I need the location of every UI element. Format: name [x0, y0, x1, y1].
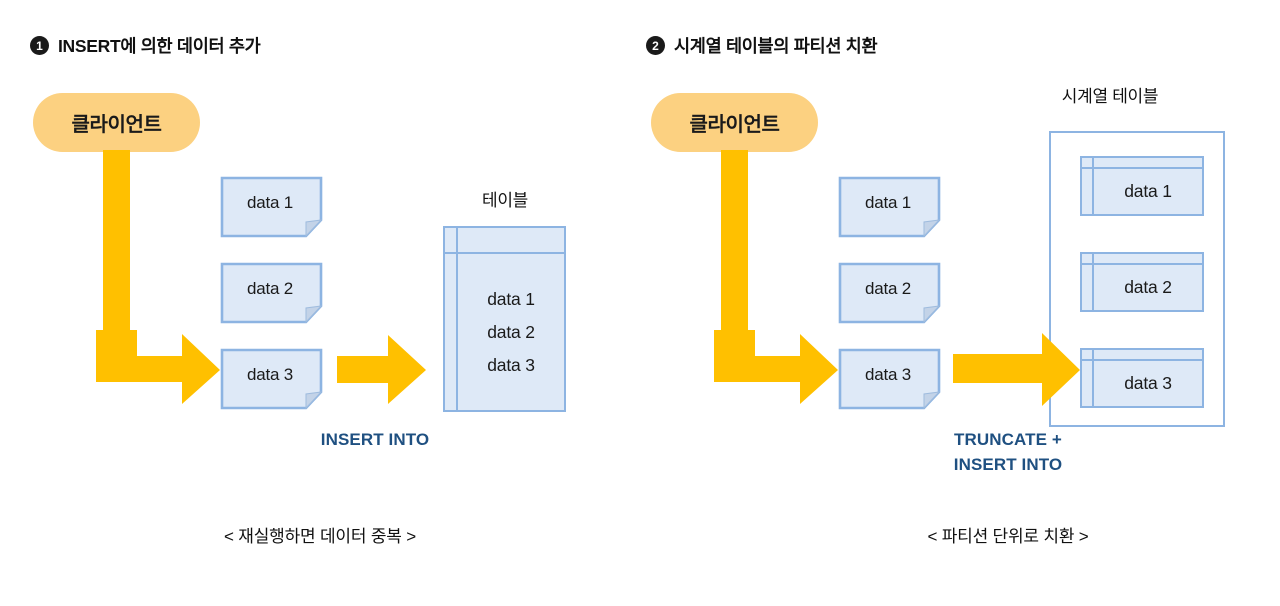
- panel-partition-swap-flow: 2 시계열 테이블의 파티션 치환 클라이언트 data 1 data 2 da…: [640, 0, 1280, 606]
- swap-arrow-2: [953, 333, 1081, 407]
- sql-caption-line: INSERT INTO: [320, 430, 430, 449]
- client-label: 클라이언트: [689, 114, 780, 136]
- data-note-label: data 3: [246, 364, 294, 384]
- client-stem-2: [721, 150, 748, 350]
- elbow-arrow-2: [714, 330, 839, 405]
- partition-block: data 3: [1080, 348, 1204, 408]
- table-rows: data 1 data 2 data 3: [458, 254, 564, 410]
- partition-block: data 1: [1080, 156, 1204, 216]
- table-header-band: [445, 228, 564, 254]
- bottom-note-1: < 재실행하면 데이터 중복 >: [224, 527, 416, 546]
- bottom-note-2: < 파티션 단위로 치환 >: [927, 527, 1089, 546]
- partition-header-band: [1082, 254, 1202, 265]
- heading-label: 시계열 테이블의 파티션 치환: [674, 36, 878, 56]
- insert-arrow-1: [337, 335, 427, 405]
- data-note: data 2: [220, 262, 323, 324]
- partition-block: data 2: [1080, 252, 1204, 312]
- data-note: data 3: [838, 348, 941, 410]
- data-note-label: data 2: [246, 278, 294, 298]
- bullet-number-icon: 2: [646, 36, 665, 55]
- partition-left-column: [1082, 254, 1094, 310]
- data-note-label: data 1: [246, 192, 294, 212]
- table-left-column: [445, 228, 458, 410]
- bullet-number-icon: 1: [30, 36, 49, 55]
- table-row: data 3: [487, 354, 535, 375]
- partition-label: data 3: [1124, 373, 1172, 393]
- table-shape-1: data 1 data 2 data 3: [443, 226, 566, 412]
- client-node-2: 클라이언트: [651, 93, 818, 152]
- partition-left-column: [1082, 158, 1094, 214]
- data-note: data 2: [838, 262, 941, 324]
- data-note-label: data 3: [864, 364, 912, 384]
- partition-label: data 2: [1124, 277, 1172, 297]
- client-label: 클라이언트: [71, 114, 162, 136]
- panel-heading-1: 1 INSERT에 의한 데이터 추가: [30, 33, 261, 58]
- partition-header-band: [1082, 158, 1202, 169]
- timeseries-table-shape: data 1 data 2 data 3: [1049, 131, 1225, 427]
- timeseries-table-caption: 시계열 테이블: [1061, 87, 1159, 106]
- data-note-label: data 2: [864, 278, 912, 298]
- heading-label: INSERT에 의한 데이터 추가: [58, 36, 261, 56]
- sql-caption-line: TRUNCATE +: [954, 430, 1062, 449]
- partition-label: data 1: [1124, 181, 1172, 201]
- sql-caption-2: TRUNCATE + INSERT INTO: [908, 428, 1108, 477]
- panel-heading-2: 2 시계열 테이블의 파티션 치환: [646, 33, 878, 58]
- sql-caption-1: INSERT INTO: [275, 428, 475, 453]
- partition-left-column: [1082, 350, 1094, 406]
- data-note-label: data 1: [864, 192, 912, 212]
- client-node-1: 클라이언트: [33, 93, 200, 152]
- data-note: data 1: [220, 176, 323, 238]
- elbow-arrow-1: [96, 330, 221, 405]
- partition-header-band: [1082, 350, 1202, 361]
- data-note: data 1: [838, 176, 941, 238]
- client-stem-1: [103, 150, 130, 350]
- table-row: data 1: [487, 288, 535, 309]
- table-row: data 2: [487, 321, 535, 342]
- table-caption-1: 테이블: [481, 191, 529, 210]
- data-note: data 3: [220, 348, 323, 410]
- sql-caption-line: INSERT INTO: [953, 454, 1063, 474]
- panel-insert-flow: 1 INSERT에 의한 데이터 추가 클라이언트 data 1 data 2 …: [30, 33, 566, 546]
